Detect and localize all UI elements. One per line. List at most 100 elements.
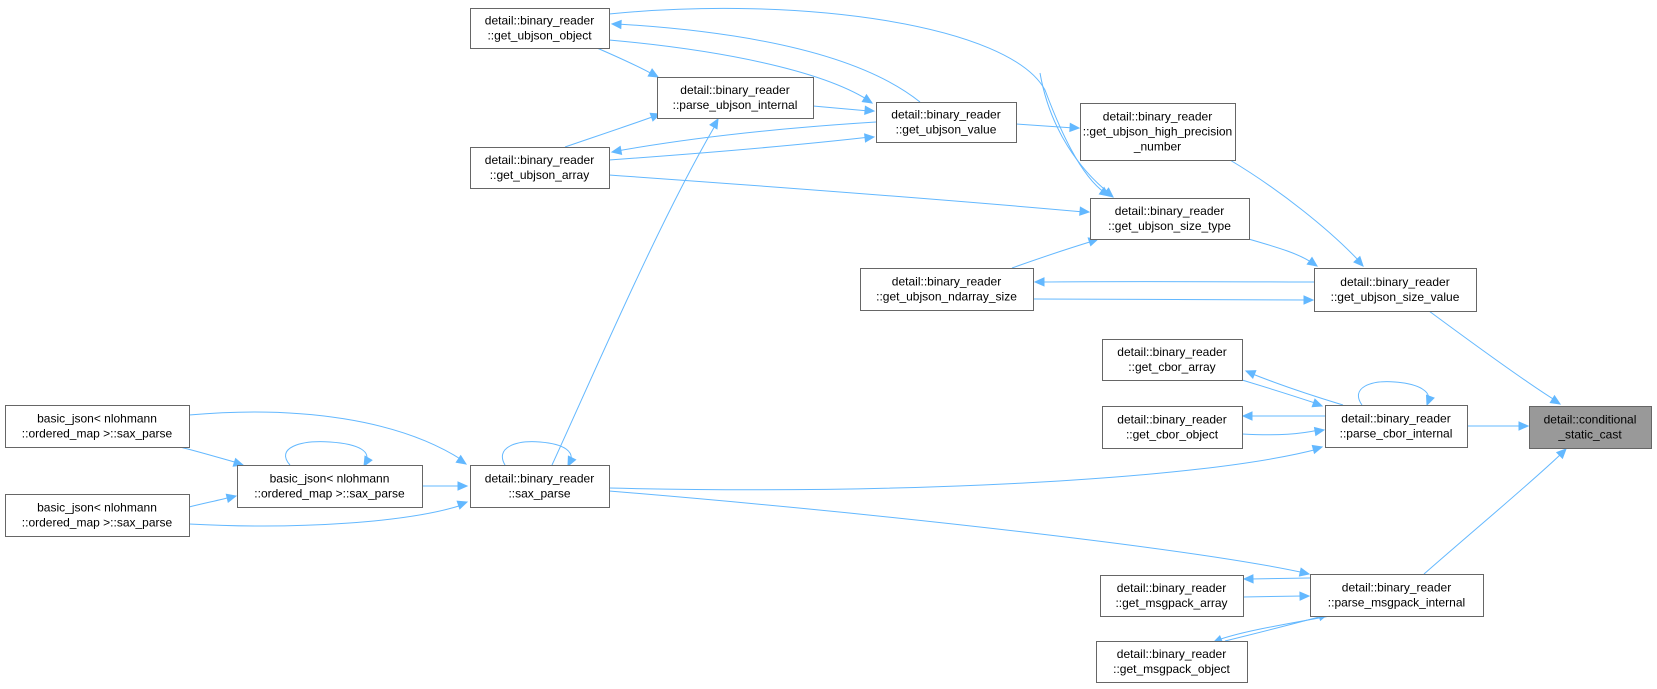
node-label-line: ::get_msgpack_array [1115,596,1227,610]
arrowhead [1313,426,1326,437]
edge-line [1032,298,1309,301]
edge-basic_json_sax_parse_3-to-2 [188,493,238,508]
node-box [1100,575,1244,617]
arrowhead [1244,370,1257,380]
edge-parse_msgpack_internal-to-conditional [1423,448,1567,575]
arrowhead [1299,591,1311,601]
node-box [860,268,1034,311]
node-box [876,102,1017,143]
node-label-line: detail::binary_reader [1342,581,1451,595]
arrowhead [1311,398,1324,408]
edge-cbor_array-to-parse_cbor_internal [1241,379,1324,408]
arrowhead [1079,206,1091,216]
node-get-ubjson-object[interactable]: detail::binary_reader::get_ubjson_object [470,8,610,49]
edge-cbor_object-to-parse_cbor_internal [1241,426,1326,437]
arrowhead [1306,256,1318,267]
arrowhead [1033,277,1045,287]
node-get-msgpack-array[interactable]: detail::binary_reader::get_msgpack_array [1100,575,1244,617]
node-get-ubjson-ndarray-size[interactable]: detail::binary_reader::get_ubjson_ndarra… [860,268,1034,311]
edge-line [285,441,368,466]
graph-edges [179,7,1567,644]
node-get-msgpack-object[interactable]: detail::binary_reader::get_msgpack_objec… [1096,641,1248,683]
node-label-line: ::get_ubjson_ndarray_size [876,290,1017,304]
edge-get_ubjson_value-to-object [610,19,921,103]
edge-sax_parse-to-parse_msgpack_internal [608,490,1311,577]
node-label-line: detail::binary_reader [1117,413,1226,427]
node-label-line: detail::binary_reader [485,472,594,486]
arrowhead [363,455,373,468]
edge-line [608,136,871,161]
node-conditional-static-cast[interactable]: detail::conditional_static_cast [1529,406,1652,449]
node-label-line: basic_json< nlohmann [270,472,390,486]
edge-parse_ubjson_internal-to-get_ubjson_value [812,105,876,116]
node-get-ubjson-high-precision-number[interactable]: detail::binary_reader::get_ubjson_high_p… [1080,103,1236,161]
node-basic-json-sax-parse-2[interactable]: basic_json< nlohmann::ordered_map >::sax… [237,465,423,508]
node-parse-msgpack-internal[interactable]: detail::binary_reader::parse_msgpack_int… [1310,574,1484,617]
arrowhead [455,454,468,465]
node-label-line: detail::binary_reader [680,83,789,97]
arrowhead [1242,574,1254,584]
node-box [1314,268,1477,312]
node-get-cbor-array[interactable]: detail::binary_reader::get_cbor_array [1102,339,1243,381]
edge-line [608,174,1085,213]
node-parse-cbor-internal[interactable]: detail::binary_reader::parse_cbor_intern… [1325,405,1468,448]
edge-line [188,411,463,461]
arrowhead [1098,186,1110,197]
edge-line [564,115,656,148]
arrowhead [647,68,660,78]
node-label-line: ::get_cbor_object [1126,428,1219,442]
node-box [1090,198,1250,240]
edge-line [179,446,239,464]
node-basic-json-sax-parse-1[interactable]: basic_json< nlohmann::ordered_map >::sax… [5,405,190,448]
node-box [1325,405,1468,448]
node-label-line: detail::binary_reader [485,14,594,28]
node-basic-json-sax-parse-3[interactable]: basic_json< nlohmann::ordered_map >::sax… [5,494,190,537]
edge-parse_cbor_internal-to-cbor_object [1241,411,1325,421]
node-get-cbor-object[interactable]: detail::binary_reader::get_cbor_object [1102,406,1243,449]
arrowhead [457,481,469,491]
node-label-line: detail::binary_reader [1341,412,1450,426]
node-get-ubjson-value[interactable]: detail::binary_reader::get_ubjson_value [876,102,1017,143]
arrowhead [610,19,622,30]
node-label-line: ::ordered_map >::sax_parse [254,487,405,501]
node-label-line: ::ordered_map >::sax_parse [22,427,173,441]
edge-parse_cbor_internal-to-conditional [1467,421,1530,431]
graph-nodes: detail::binary_reader::get_ubjson_object… [5,8,1652,683]
edge-get_ubjson_value-to-array [610,121,877,155]
node-label-line: ::get_msgpack_object [1113,662,1230,676]
arrowhead [456,500,469,510]
edge-sax_parse-self [502,441,577,468]
edge-ndarray_size-to-size_type [1011,237,1100,269]
node-get-ubjson-array[interactable]: detail::binary_reader::get_ubjson_array [470,147,610,189]
node-box [657,77,814,119]
arrowhead [225,493,238,503]
edge-basic_json_sax_parse_1-to-2 [179,446,245,467]
node-get-ubjson-size-value[interactable]: detail::binary_reader::get_ubjson_size_v… [1314,268,1477,312]
node-label-line: _number [1133,140,1181,154]
node-sax-parse[interactable]: detail::binary_reader::sax_parse [470,465,610,508]
node-label-line: detail::binary_reader [485,153,594,167]
edge-line [1039,72,1111,195]
node-get-ubjson-size-type[interactable]: detail::binary_reader::get_ubjson_size_t… [1090,198,1250,240]
edge-parse_cbor_internal-to-cbor_array [1244,370,1344,406]
edge-line [1224,615,1324,642]
edge-ndarray_size-to-size_value [1032,295,1315,305]
edge-line [1428,310,1559,403]
edge-line [812,105,870,112]
edge-line [1423,451,1564,575]
edge-object-to-get_ubjson_value [608,39,874,104]
node-parse-ubjson-internal[interactable]: detail::binary_reader::parse_ubjson_inte… [657,77,814,119]
node-label-line: ::get_ubjson_array [490,168,589,182]
edge-sax_parse-to-parse_cbor_internal [608,444,1324,491]
arrowhead [1555,448,1567,460]
edge-get_ubjson_size_value-to-conditional [1428,310,1562,405]
edge-line [502,441,572,466]
edge-line [1242,595,1304,598]
edge-line [608,7,1106,194]
edge-get_ubjson_size_type-to-size_value [1244,237,1318,267]
node-box [1096,641,1248,683]
edge-line [608,490,1306,574]
edge-parse_cbor_internal-self [1357,381,1435,407]
node-label-line: detail::conditional [1544,413,1637,427]
